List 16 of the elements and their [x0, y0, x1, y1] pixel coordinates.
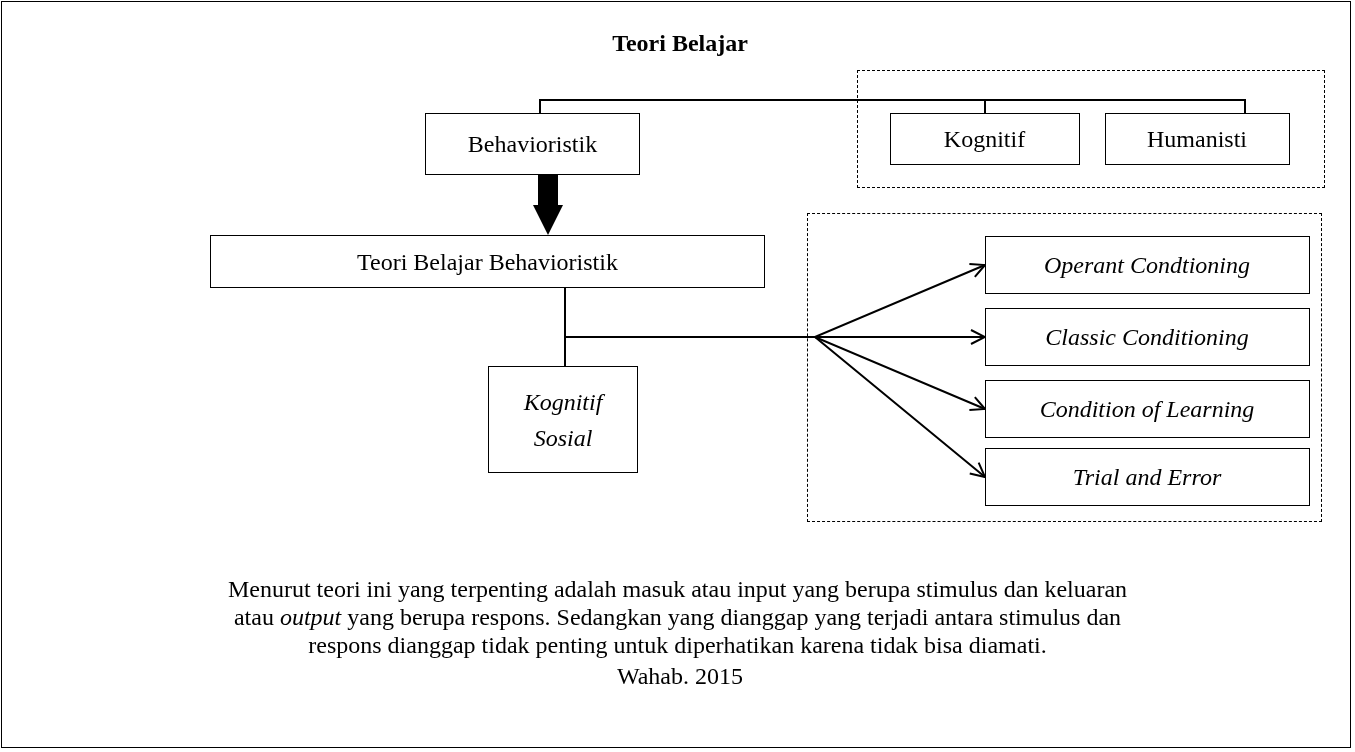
dashed-group-box	[857, 70, 1325, 188]
process-box: Trial and Error	[984, 447, 1310, 506]
dashed-group-box	[807, 213, 1322, 522]
block-arrow	[533, 175, 563, 235]
connector-line	[539, 99, 1246, 114]
process-box: Classic Conditioning	[984, 307, 1310, 366]
process-box: Teori Belajar Behavioristik	[210, 235, 765, 288]
process-box: Humanisti	[1104, 112, 1290, 165]
caption-paragraph: Menurut teori ini yang terpenting adalah masuk atau input yang berupa stimulus dan keluaran atau output yang berupa respons. Sedangkan yang dianggap yang terjadi antara stimulus dan respons dianggap tidak penting untuk diperhatikan karena tidak bisa diamati.	[226, 575, 1129, 659]
process-box: Kognitif	[889, 112, 1080, 165]
process-box: Condition of Learning	[984, 379, 1310, 438]
process-box: Behavioristik	[425, 113, 640, 175]
process-box: Operant Condtioning	[984, 235, 1310, 294]
process-box: Kognitif Sosial	[488, 366, 638, 473]
citation-text: Wahab. 2015	[615, 663, 744, 690]
diagram-title: Teori Belajar	[611, 30, 749, 57]
